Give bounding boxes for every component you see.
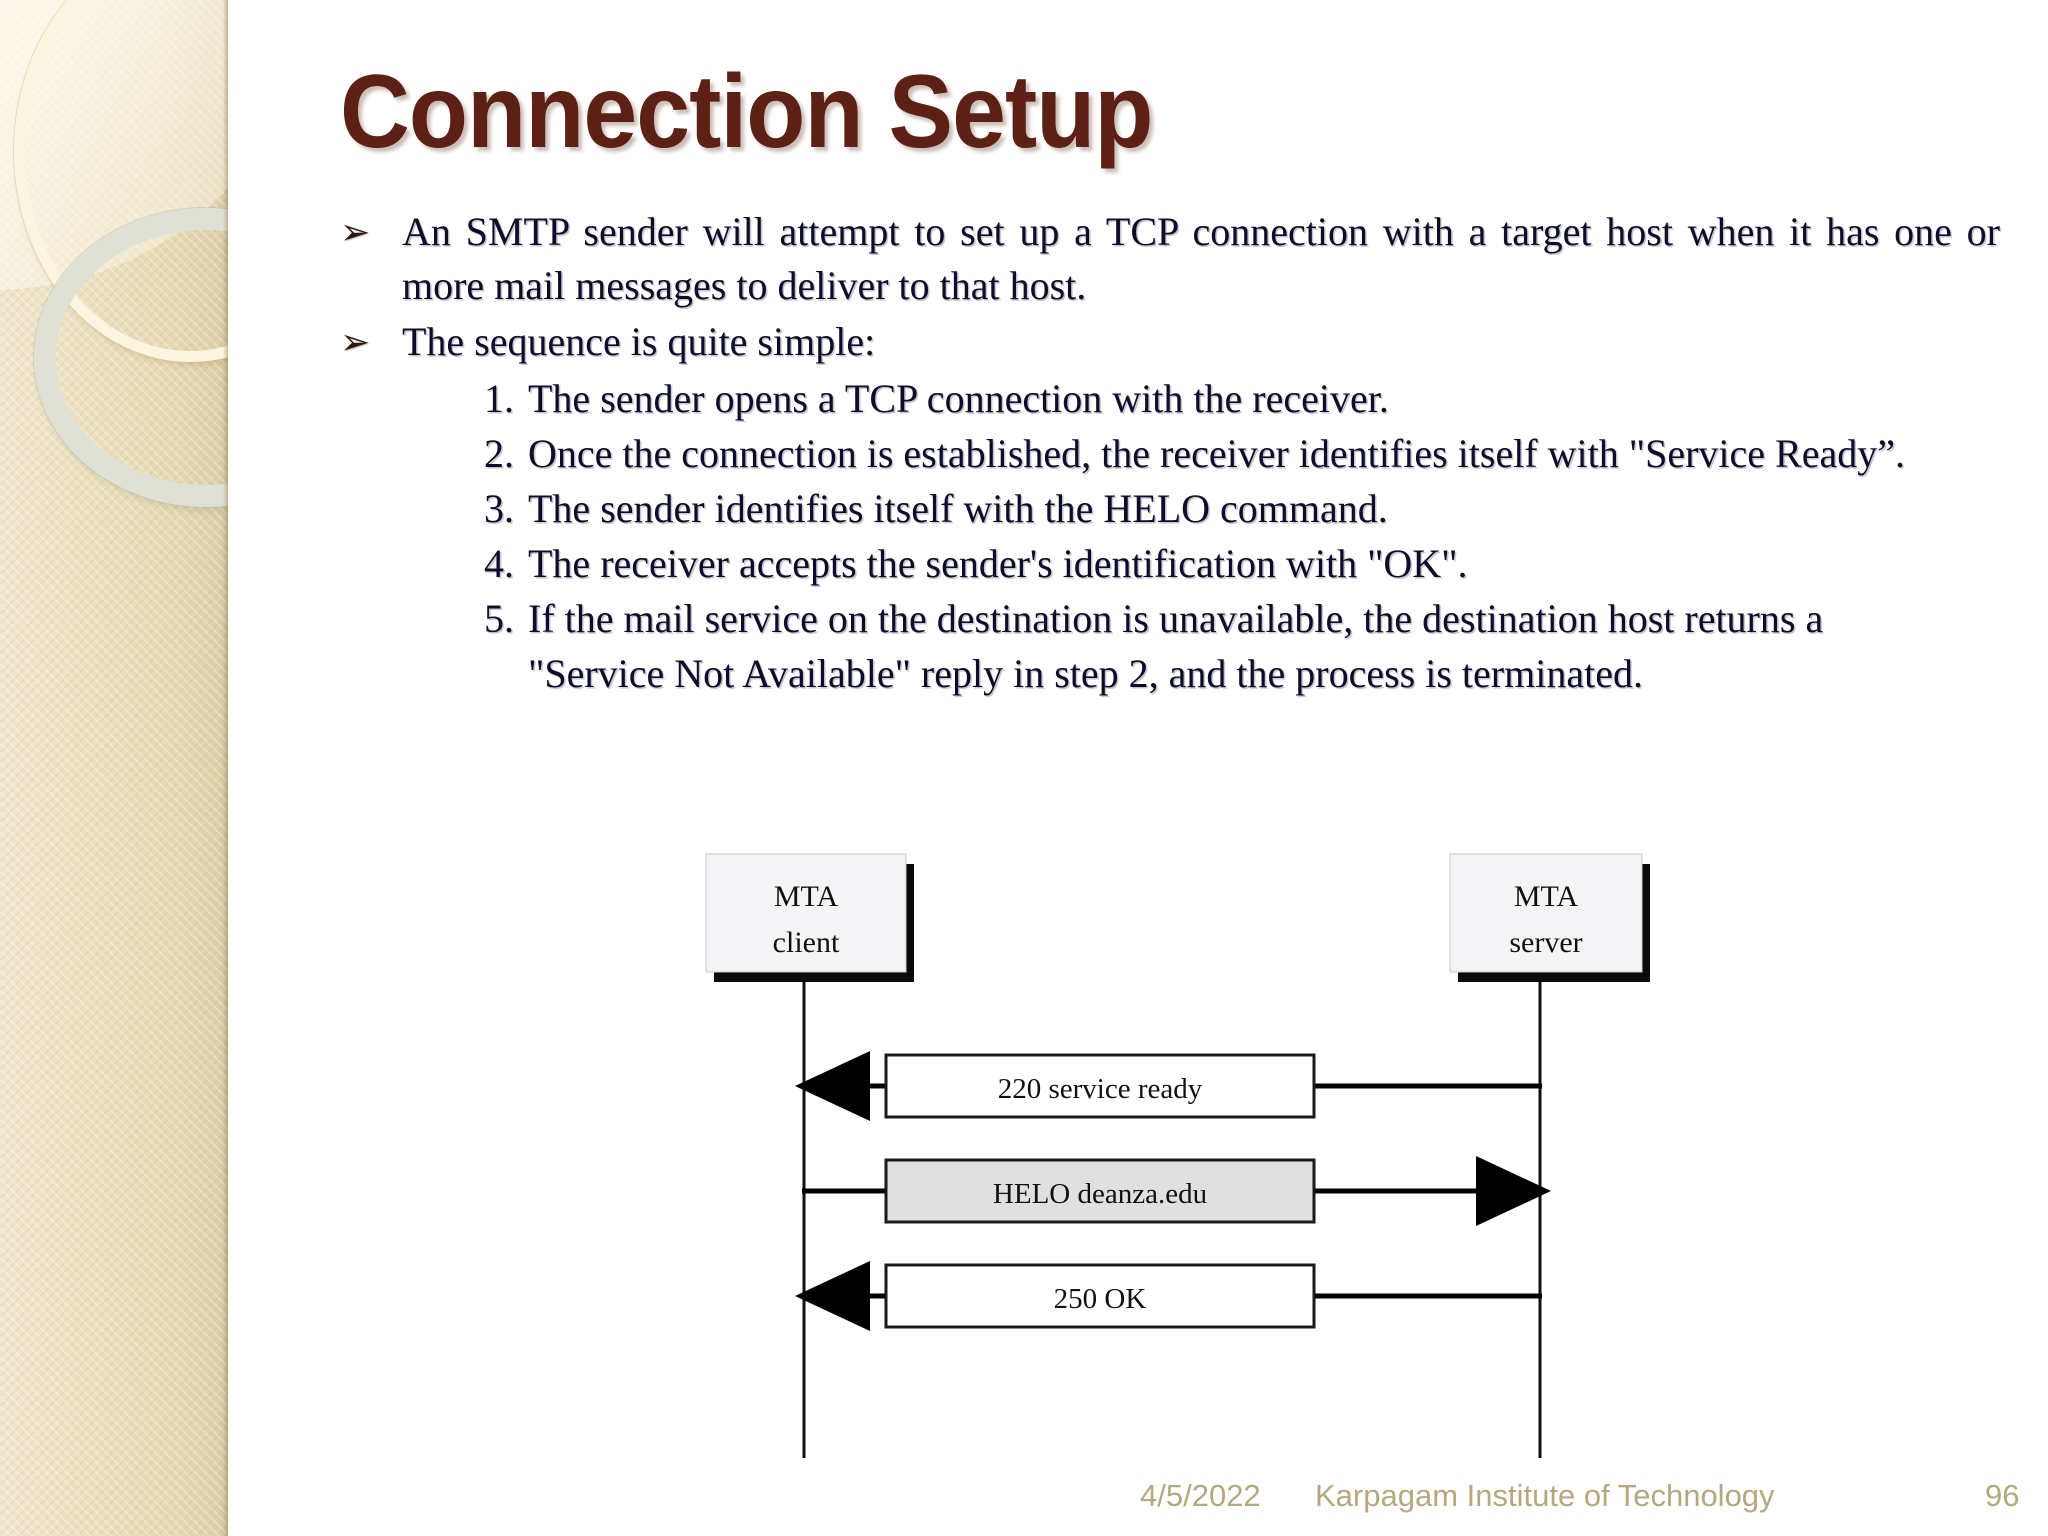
- message-label-3: 250 OK: [1054, 1283, 1147, 1315]
- list-item: 2. Once the connection is established, t…: [468, 426, 2000, 481]
- bullet-text: An SMTP sender will attempt to set up a …: [402, 209, 2000, 308]
- mta-server-line2: server: [1509, 926, 1582, 959]
- footer-page-number: 96: [1985, 1478, 2020, 1513]
- list-item-number: 5.: [484, 596, 514, 641]
- slide-body: ➢ An SMTP sender will attempt to set up …: [340, 205, 2000, 701]
- smtp-connection-sequence-diagram: MTA client MTA server 220 service ready: [700, 848, 1660, 1468]
- list-item-text: The sender opens a TCP connection with t…: [528, 376, 1389, 421]
- footer-date: 4/5/2022: [1140, 1478, 1261, 1513]
- bullet-item: ➢ An SMTP sender will attempt to set up …: [340, 205, 2000, 313]
- list-item-number: 1.: [484, 376, 514, 421]
- message-row-3: 250 OK: [795, 1261, 1542, 1331]
- list-item: 5. If the mail service on the destinatio…: [468, 591, 2000, 701]
- message-row-2: HELO deanza.edu: [802, 1156, 1551, 1226]
- page-title: Connection Setup: [340, 54, 1154, 170]
- numbered-list-wrapper: 1. The sender opens a TCP connection wit…: [468, 371, 2000, 701]
- list-item-number: 4.: [484, 541, 514, 586]
- list-item-text: If the mail service on the destination i…: [528, 596, 1824, 696]
- message-label-2: HELO deanza.edu: [993, 1178, 1207, 1210]
- arrow-bullet-icon: ➢: [340, 322, 371, 362]
- mta-server-node: MTA server: [1449, 853, 1650, 982]
- arrow-bullet-icon: ➢: [340, 212, 371, 252]
- mta-server-line1: MTA: [1514, 880, 1579, 913]
- mta-client-line2: client: [773, 926, 840, 959]
- footer-organization: Karpagam Institute of Technology: [1315, 1478, 1775, 1513]
- slide-footer: 4/5/2022 Karpagam Institute of Technolog…: [0, 1478, 2048, 1530]
- list-item-text: The sender identifies itself with the HE…: [528, 486, 1388, 531]
- list-item-text: The receiver accepts the sender's identi…: [528, 541, 1468, 586]
- mta-client-node: MTA client: [705, 853, 914, 982]
- list-item: 3. The sender identifies itself with the…: [468, 481, 2000, 536]
- list-item-text: Once the connection is established, the …: [528, 431, 1905, 476]
- mta-client-line1: MTA: [774, 880, 839, 913]
- bullet-text: The sequence is quite simple:: [402, 319, 876, 364]
- sidebar-edge-shadow: [223, 0, 228, 1536]
- message-row-1: 220 service ready: [795, 1051, 1542, 1121]
- decorative-sidebar: [0, 0, 228, 1536]
- list-item: 1. The sender opens a TCP connection wit…: [468, 371, 2000, 426]
- list-item-number: 3.: [484, 486, 514, 531]
- numbered-list: 1. The sender opens a TCP connection wit…: [468, 371, 2000, 701]
- list-item-number: 2.: [484, 431, 514, 476]
- list-item: 4. The receiver accepts the sender's ide…: [468, 536, 2000, 591]
- bullet-item: ➢ The sequence is quite simple:: [340, 315, 2000, 369]
- message-label-1: 220 service ready: [998, 1073, 1203, 1105]
